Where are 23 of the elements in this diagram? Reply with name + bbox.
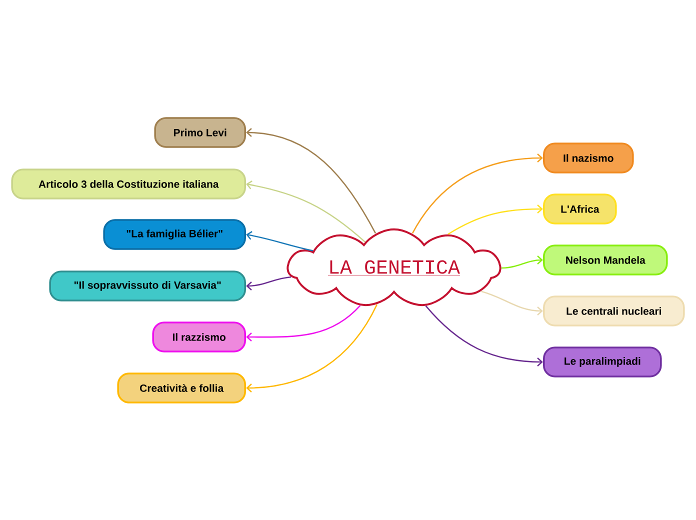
rounded-box: "Il sopravvissuto di Varsavia": [49, 270, 246, 302]
curved-arrow: [246, 305, 361, 342]
cloud: LA GENETICA: [286, 228, 502, 306]
curved-arrow: [425, 305, 543, 366]
curved-arrow: [246, 304, 378, 392]
curved-arrow: [481, 290, 543, 316]
rounded-box: Il razzismo: [152, 322, 246, 352]
curved-arrow: [448, 204, 543, 235]
curved-arrow: [246, 276, 292, 290]
rounded-box: Le paralimpiadi: [543, 346, 662, 378]
rounded-box: Nelson Mandela: [543, 244, 668, 276]
curved-arrow: [246, 128, 376, 234]
curved-arrow: [246, 180, 366, 242]
rounded-box: Primo Levi: [154, 117, 246, 148]
curved-arrow: [412, 154, 543, 234]
rounded-box: Le centrali nucleari: [543, 296, 685, 326]
curved-arrow: [246, 230, 314, 252]
rounded-box: Articolo 3 della Costituzione italiana: [11, 168, 246, 200]
rounded-box: L'Africa: [543, 194, 617, 224]
rounded-box: Creatività e follia: [117, 372, 246, 404]
curved-arrow: [501, 256, 543, 269]
rounded-box: Il nazismo: [543, 142, 634, 174]
rounded-box: "La famiglia Bélier": [103, 219, 246, 250]
